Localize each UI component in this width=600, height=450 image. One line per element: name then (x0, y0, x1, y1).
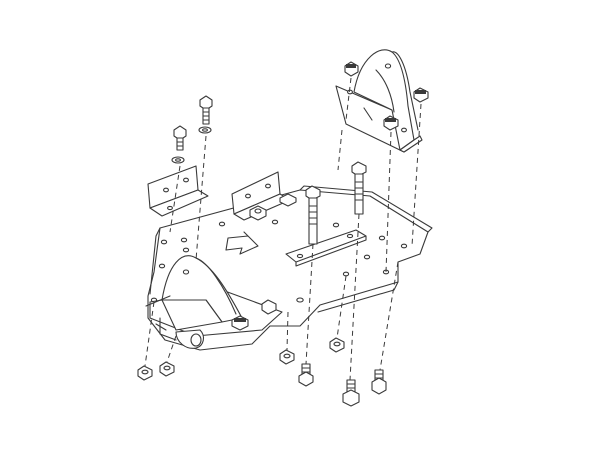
lower-nut-1 (137, 365, 153, 381)
washer-2 (171, 156, 185, 164)
lower-bolt-3 (371, 369, 387, 395)
washer-1 (198, 126, 212, 134)
upper-bolt-2 (173, 125, 187, 151)
crossmember-strap (285, 229, 367, 267)
transmission-mount-bracket (145, 255, 283, 349)
angle-bracket-left (147, 165, 209, 217)
lower-nut-3 (279, 349, 295, 365)
center-bolt-right (351, 161, 367, 215)
assembly-lines (144, 77, 422, 381)
trans-mount-nut (231, 299, 277, 331)
center-bolt-left (305, 185, 321, 245)
angle-bracket-middle (231, 171, 297, 221)
lower-nut-4 (329, 337, 345, 353)
engine-mount-bracket (335, 49, 423, 153)
lower-nut-2 (159, 361, 175, 377)
lower-bolt-2 (342, 379, 360, 407)
engine-mount-nuts (344, 61, 429, 131)
direction-arrow (225, 231, 259, 255)
lower-bolt-1 (298, 363, 314, 387)
upper-bolt-1 (199, 95, 213, 125)
